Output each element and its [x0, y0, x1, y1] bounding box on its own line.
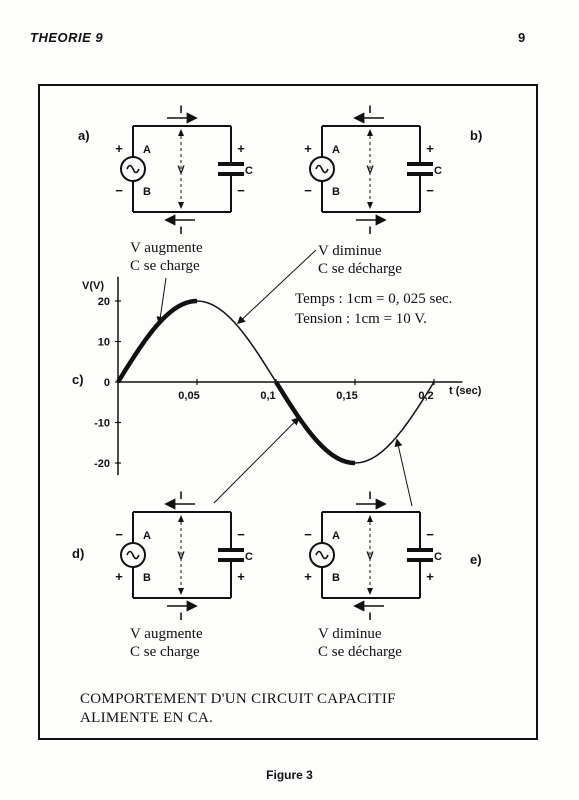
capacitor-top-sign: − [237, 527, 245, 542]
current-arrow-top-label: I [368, 104, 371, 116]
source-bottom-sign: − [304, 183, 312, 198]
source-bottom-sign: + [304, 569, 312, 584]
terminal-b-label: B [332, 572, 340, 584]
graph-tag: c) [72, 372, 84, 387]
circuit-a-line2: C se charge [130, 258, 200, 274]
caption-line1: COMPORTEMENT D'UN CIRCUIT CAPACITIF [80, 691, 396, 707]
pointer-b [237, 249, 317, 325]
figure-frame [38, 84, 538, 740]
terminal-b-label: B [143, 572, 151, 584]
bold-segment-0 [116, 298, 198, 384]
circuit-d-tag: d) [72, 546, 85, 561]
figure-caption: COMPORTEMENT D'UN CIRCUIT CAPACITIF ALIM… [80, 690, 396, 728]
sine-wave-icon [315, 164, 329, 174]
sine-wave-icon [126, 164, 140, 174]
pointer-e [394, 438, 413, 507]
terminal-a-label: A [143, 530, 151, 542]
source-top-sign: − [115, 527, 123, 542]
circuit-e-tag: e) [470, 552, 482, 567]
capacitor-bottom-sign: − [237, 183, 245, 198]
source-top-sign: − [304, 527, 312, 542]
circuit-b-tag: b) [470, 128, 483, 143]
x-tick-label: 0,15 [336, 390, 357, 402]
source-bottom-sign: + [115, 569, 123, 584]
terminal-a-label: A [332, 530, 340, 542]
x-tick-label: 0,1 [260, 390, 275, 402]
arrow-down-icon [367, 202, 373, 209]
capacitor-label: C [245, 551, 253, 563]
page-number: 9 [518, 30, 526, 45]
scale-note-time: Temps : 1cm = 0, 025 sec. [295, 291, 453, 307]
y-tick-label: -20 [94, 458, 110, 470]
capacitor-top-sign: − [426, 527, 434, 542]
capacitor-label: C [434, 165, 442, 177]
x-axis-label: t (sec) [449, 385, 482, 397]
terminal-a-label: A [332, 144, 340, 156]
current-arrow-top-label: I [179, 490, 182, 502]
capacitor-bottom-sign: − [426, 183, 434, 198]
arrow-down-icon [178, 588, 184, 595]
source-top-sign: + [115, 141, 123, 156]
circuit-a-line1: V augmente [130, 240, 203, 256]
terminal-b-label: B [143, 186, 151, 198]
terminal-b-label: B [332, 186, 340, 198]
sine-wave-icon [126, 550, 140, 560]
y-tick-label: 10 [98, 337, 110, 349]
y-tick-label: 20 [98, 296, 110, 308]
source-bottom-sign: − [115, 183, 123, 198]
voltage-label: V [366, 164, 374, 176]
voltage-label: V [366, 550, 374, 562]
scale-note-voltage: Tension : 1cm = 10 V. [295, 311, 427, 327]
capacitor-bottom-sign: + [426, 569, 434, 584]
capacitor-top-sign: + [426, 141, 434, 156]
current-arrow-bottom-label: I [368, 611, 371, 623]
source-top-sign: + [304, 141, 312, 156]
circuit-d: VAB−+C−+II [115, 490, 253, 623]
circuit-e-line1: V diminue [318, 626, 382, 642]
arrow-up-icon [178, 129, 184, 136]
arrow-up-icon [178, 515, 184, 522]
arrow-down-icon [178, 202, 184, 209]
circuit-b-line2: C se décharge [318, 261, 402, 277]
circuit-e-line2: C se décharge [318, 644, 402, 660]
x-tick-label: 0,05 [178, 390, 199, 402]
y-axis-label: V(V) [82, 280, 104, 292]
capacitor-label: C [434, 551, 442, 563]
circuit-b-line1: V diminue [318, 243, 382, 259]
voltage-label: V [177, 550, 185, 562]
capacitor-bottom-sign: + [237, 569, 245, 584]
circuit-b: VAB+−C+−II [304, 104, 442, 237]
circuit-e: VAB−+C−+II [304, 490, 442, 623]
pointer-d [213, 417, 300, 504]
y-tick-label: -10 [94, 418, 110, 430]
bold-segment-1 [274, 380, 356, 466]
chapter-header: THEORIE 9 [30, 30, 104, 45]
arrow-down-icon [367, 588, 373, 595]
circuit-d-line2: C se charge [130, 644, 200, 660]
capacitor-label: C [245, 165, 253, 177]
current-arrow-bottom-label: I [179, 611, 182, 623]
voltage-label: V [177, 164, 185, 176]
sine-wave-icon [315, 550, 329, 560]
terminal-a-label: A [143, 144, 151, 156]
y-tick-label: 0 [104, 377, 110, 389]
arrow-up-icon [367, 515, 373, 522]
circuit-d-line1: V augmente [130, 626, 203, 642]
figure-label: Figure 3 [266, 768, 313, 782]
arrow-up-icon [367, 129, 373, 136]
caption-line2: ALIMENTE EN CA. [80, 710, 214, 726]
current-arrow-top-label: I [179, 104, 182, 116]
current-arrow-top-label: I [368, 490, 371, 502]
pointer-a [156, 277, 167, 325]
capacitor-top-sign: + [237, 141, 245, 156]
current-arrow-bottom-label: I [179, 225, 182, 237]
circuit-a: VAB+−C+−II [115, 104, 253, 237]
current-arrow-bottom-label: I [368, 225, 371, 237]
circuit-a-tag: a) [78, 128, 90, 143]
